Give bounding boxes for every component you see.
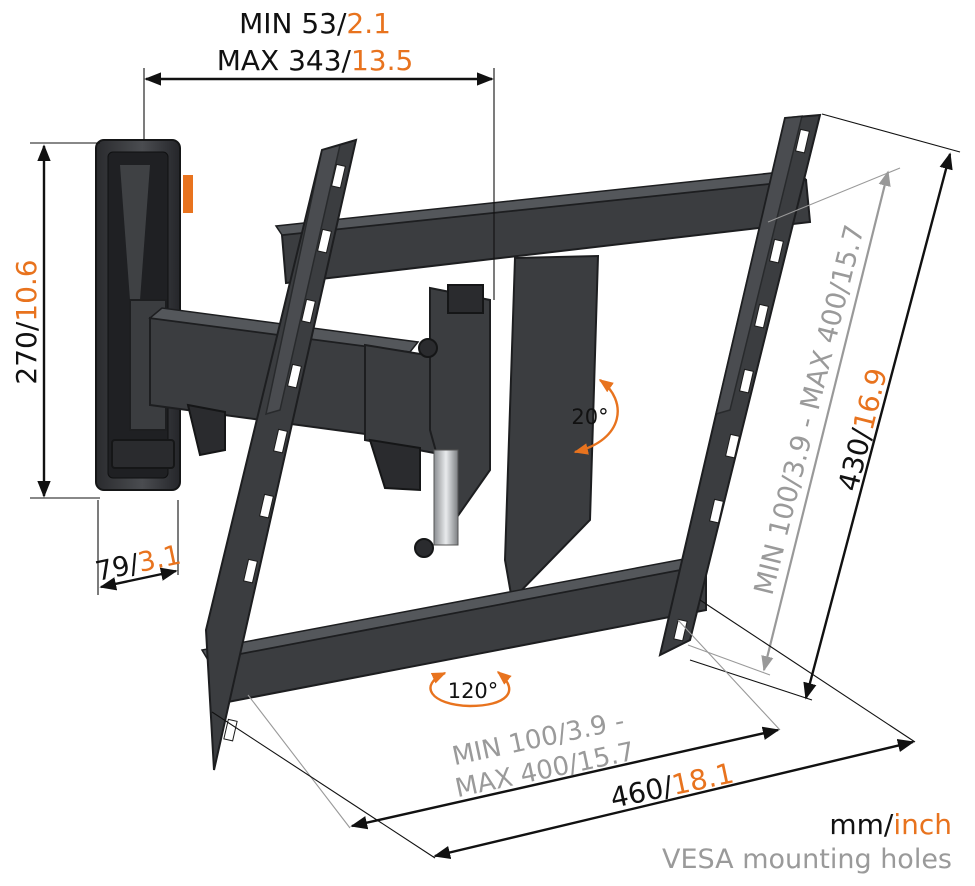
wall-plate-foot — [111, 439, 175, 469]
overall-height-label: 430/16.9 — [832, 365, 894, 494]
tilt-screw-top — [418, 338, 438, 358]
wall-height-dimension-lines — [30, 142, 100, 499]
cable-clip-1 — [186, 403, 226, 457]
chrome-spindle — [433, 449, 459, 546]
tilt-arrow-icon — [573, 379, 619, 455]
legend-unit-label: mm/inch — [829, 808, 952, 841]
swivel-label: 120° — [448, 679, 499, 703]
wall-depth-dimension-lines — [97, 500, 179, 595]
tv-right-strip-highlight — [714, 115, 803, 416]
center-mount-plate — [503, 254, 600, 603]
wall-plate-highlight — [120, 165, 150, 300]
wall-bracket-illustration — [95, 113, 822, 771]
tilt-screw-bottom — [414, 538, 434, 558]
legend-vesa-caption: VESA mounting holes — [662, 844, 952, 875]
cable-clip-2 — [368, 438, 421, 492]
tv-left-strip — [204, 138, 358, 771]
tilt-label: 20° — [571, 405, 608, 429]
overall-width-label: 460/18.1 — [607, 757, 736, 815]
tv-left-strip-highlight — [265, 143, 342, 416]
swivel-arrow-icon — [429, 671, 512, 708]
wall-depth-label: 79/3.1 — [93, 540, 184, 588]
overall-width-dimension-lines — [211, 599, 916, 860]
left-strip-slots — [223, 163, 346, 742]
orange-lock-tab — [183, 175, 193, 213]
tilt-knob — [447, 284, 484, 314]
top-dimension-lines — [143, 68, 495, 300]
top-max-label: MAX 343/13.5 — [217, 44, 414, 77]
overall-height-dimension-lines — [689, 113, 961, 701]
wall-height-label: 270/10.6 — [10, 259, 43, 384]
top-min-label: MIN 53/2.1 — [239, 7, 391, 40]
